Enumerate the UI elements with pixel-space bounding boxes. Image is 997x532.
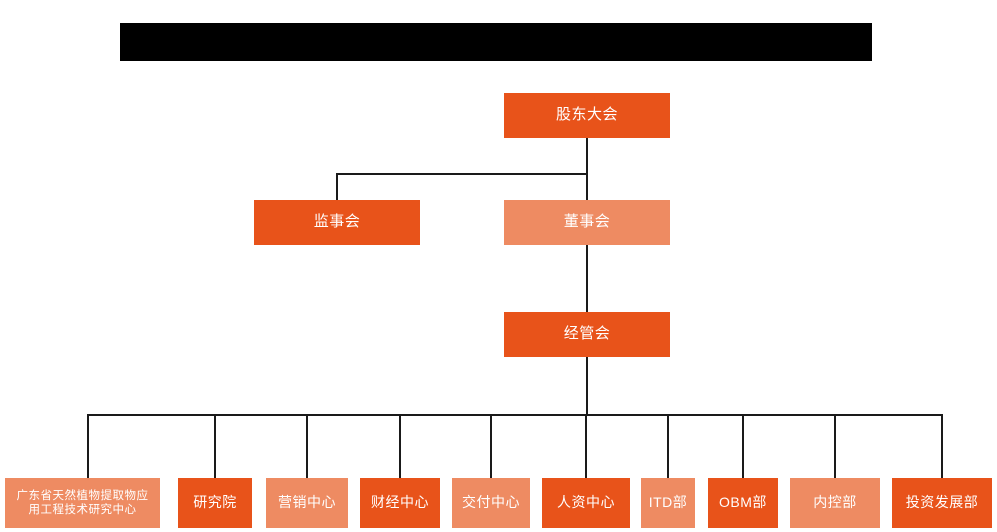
connector-directors-management [586, 245, 588, 312]
org-node-investment-development-department[interactable]: 投资发展部 [892, 478, 992, 528]
redacted-title-bar [120, 23, 872, 61]
org-node-board-of-directors[interactable]: 董事会 [504, 200, 670, 245]
org-node-delivery-center[interactable]: 交付中心 [452, 478, 530, 528]
connector-supervisors-drop [336, 173, 338, 200]
connector-drop-delivery [490, 414, 492, 478]
org-node-management-committee[interactable]: 经管会 [504, 312, 670, 357]
org-node-label: 董事会 [563, 213, 611, 231]
connector-drop-institute [214, 414, 216, 478]
org-node-label-line1: 广东省天然植物提取物应 [16, 489, 149, 502]
connector-level2-bus [336, 173, 588, 175]
org-node-finance-center[interactable]: 财经中心 [360, 478, 440, 528]
org-node-label: 营销中心 [278, 494, 336, 511]
org-node-label: 监事会 [313, 213, 361, 231]
org-node-label: 研究院 [193, 494, 237, 511]
org-node-label: OBM部 [719, 494, 767, 511]
connector-shareholders-stem [586, 138, 588, 174]
connector-drop-obm [742, 414, 744, 478]
org-node-institute[interactable]: 研究院 [178, 478, 252, 528]
org-node-label: 人资中心 [557, 494, 615, 511]
org-node-research-center[interactable]: 广东省天然植物提取物应 用工程技术研究中心 [5, 478, 160, 528]
org-node-itd-department[interactable]: ITD部 [641, 478, 695, 528]
org-node-marketing-center[interactable]: 营销中心 [266, 478, 348, 528]
connector-drop-finance [399, 414, 401, 478]
org-node-board-of-supervisors[interactable]: 监事会 [254, 200, 420, 245]
org-node-label: 股东大会 [555, 106, 618, 124]
org-node-label: ITD部 [648, 494, 688, 511]
connector-drop-itd [667, 414, 669, 478]
org-node-label: 内控部 [813, 494, 857, 511]
connector-drop-marketing [306, 414, 308, 478]
org-node-hr-center[interactable]: 人资中心 [542, 478, 630, 528]
org-node-label: 财经中心 [371, 494, 429, 511]
connector-drop-hr [585, 414, 587, 478]
connector-level4-bus [87, 414, 943, 416]
connector-drop-research-center [87, 414, 89, 478]
org-node-label: 经管会 [563, 325, 611, 343]
org-node-label-line2: 用工程技术研究中心 [28, 504, 137, 516]
org-node-label: 投资发展部 [905, 494, 979, 511]
org-node-obm-department[interactable]: OBM部 [708, 478, 778, 528]
org-node-label: 交付中心 [462, 494, 520, 511]
connector-drop-investment [941, 414, 943, 478]
org-node-label: 广东省天然植物提取物应 用工程技术研究中心 [17, 489, 149, 518]
org-node-shareholders-meeting[interactable]: 股东大会 [504, 93, 670, 138]
connector-directors-drop [586, 173, 588, 200]
connector-drop-internal [834, 414, 836, 478]
org-node-internal-control-department[interactable]: 内控部 [790, 478, 880, 528]
connector-management-stem [586, 357, 588, 415]
